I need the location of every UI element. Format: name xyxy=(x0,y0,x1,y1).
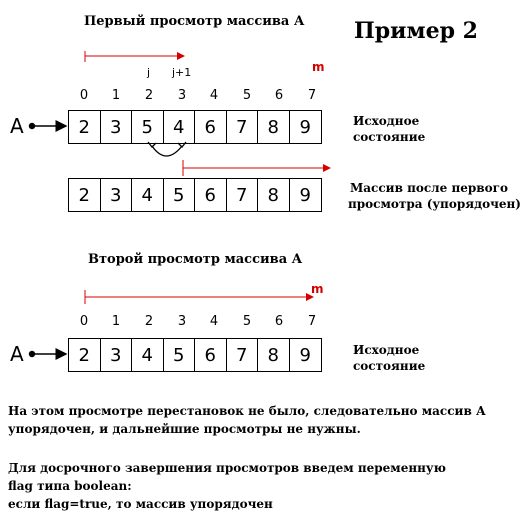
index-label: 3 xyxy=(177,88,187,103)
index-label: 4 xyxy=(209,88,219,103)
paragraph-line: если flag=true, то массив упорядочен xyxy=(8,497,273,511)
array-cell: 2 xyxy=(69,179,101,211)
index-label: 7 xyxy=(307,314,317,329)
index-label: 2 xyxy=(144,88,154,103)
after-first-note: Массив после первого просмотра (упорядоч… xyxy=(348,180,521,212)
array-a-label: A xyxy=(10,342,24,366)
array-cell: 5 xyxy=(164,179,195,211)
note-line: Исходное xyxy=(353,343,420,357)
array-cell: 6 xyxy=(195,339,227,371)
paragraph-line: На этом просмотре перестановок не было, … xyxy=(8,404,486,418)
array-cell: 4 xyxy=(164,111,195,143)
array-cell: 2 xyxy=(69,111,101,143)
m-label-second: m xyxy=(311,282,324,296)
array-a-label: A xyxy=(10,114,24,138)
index-label: 0 xyxy=(79,88,89,103)
array-cell: 9 xyxy=(299,344,311,366)
array-cell: 5 xyxy=(164,339,195,371)
note-line: Исходное xyxy=(353,114,420,128)
j-label: j xyxy=(147,66,151,79)
array-cell: 8 xyxy=(258,179,290,211)
array-cell: 6 xyxy=(195,111,227,143)
array-cell: 7 xyxy=(227,339,258,371)
pointer-arrow-second xyxy=(28,348,68,360)
array-first-after: 2 3 4 5 6 7 8 9 xyxy=(68,178,322,212)
pointer-arrow-first xyxy=(28,120,68,132)
index-label: 0 xyxy=(79,314,89,329)
index-label: 7 xyxy=(307,88,317,103)
index-label: 1 xyxy=(111,88,121,103)
array-cell: 9 xyxy=(299,184,311,206)
array-cell: 3 xyxy=(101,179,132,211)
array-cell: 9 xyxy=(299,116,311,138)
note-line: состояние xyxy=(353,359,426,373)
scan-arrow-second xyxy=(84,290,314,304)
paragraph-line: Для досрочного завершения просмотров вве… xyxy=(8,461,446,475)
j-plus-1-label: j+1 xyxy=(172,66,192,79)
first-pass-title: Первый просмотр массива А xyxy=(84,14,305,29)
array-cell: 4 xyxy=(132,339,164,371)
swap-arrow xyxy=(147,141,187,157)
paragraph-line: упорядочен, и дальнейшие просмотры не ну… xyxy=(8,422,361,436)
scan-arrow-first xyxy=(84,51,185,62)
index-label: 5 xyxy=(242,88,252,103)
note-line: просмотра (упорядочен) xyxy=(348,197,521,211)
index-label: 4 xyxy=(209,314,219,329)
array-cell: 8 xyxy=(258,339,290,371)
index-label: 6 xyxy=(274,88,284,103)
note-line: состояние xyxy=(353,130,426,144)
array-cell: 7 xyxy=(227,179,258,211)
index-label: 2 xyxy=(144,314,154,329)
array-cell: 3 xyxy=(101,111,132,143)
note-line: Массив после первого xyxy=(350,181,508,195)
array-cell: 5 xyxy=(132,111,164,143)
array-cell: 7 xyxy=(227,111,258,143)
paragraph-line: flag типа boolean: xyxy=(8,479,132,493)
array-cell: 2 xyxy=(69,339,101,371)
flag-paragraph: Для досрочного завершения просмотров вве… xyxy=(8,459,518,513)
array-second-initial: 2 3 4 5 6 7 8 9 xyxy=(68,338,322,372)
index-label: 1 xyxy=(111,314,121,329)
conclusion-paragraph: На этом просмотре перестановок не было, … xyxy=(8,402,518,438)
initial-state-note-second: Исходное состояние xyxy=(353,342,425,374)
array-first-initial: 2 3 5 4 6 7 8 9 xyxy=(68,110,322,144)
array-cell: 3 xyxy=(101,339,132,371)
array-cell: 4 xyxy=(132,179,164,211)
array-cell: 8 xyxy=(258,111,290,143)
initial-state-note-first: Исходное состояние xyxy=(353,113,425,145)
m-label-first: m xyxy=(312,60,325,74)
index-label: 3 xyxy=(177,314,187,329)
second-pass-title: Второй просмотр массива А xyxy=(88,252,303,267)
array-cell: 6 xyxy=(195,179,227,211)
example-title: Пример 2 xyxy=(354,18,478,44)
index-label: 5 xyxy=(242,314,252,329)
scan-arrow-after xyxy=(182,160,331,176)
index-label: 6 xyxy=(274,314,284,329)
